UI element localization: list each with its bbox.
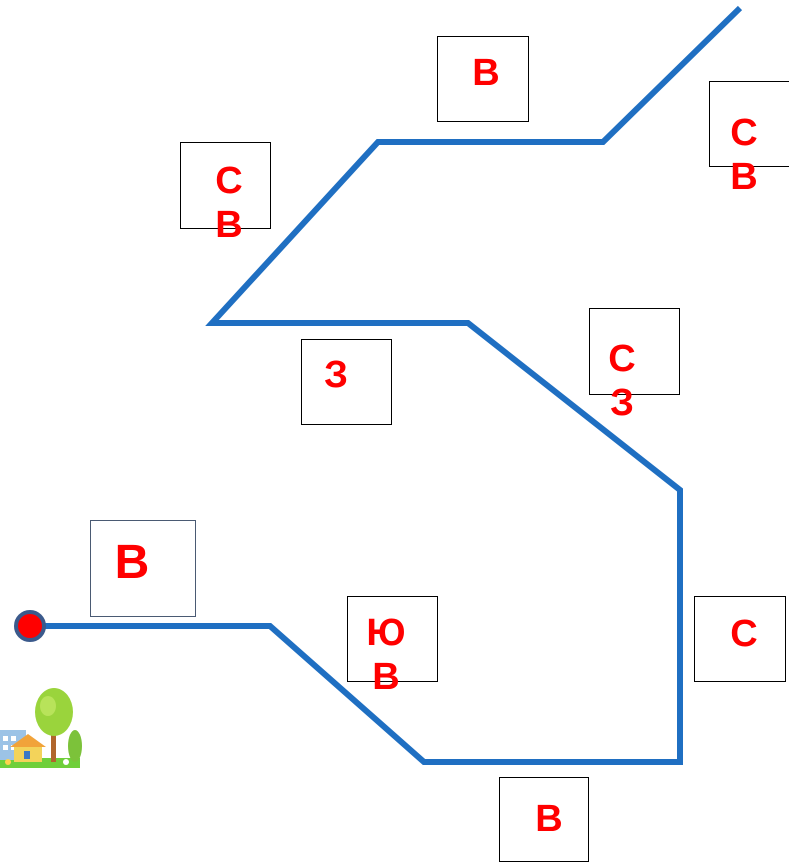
direction-box-6 xyxy=(301,339,392,425)
direction-box-9 xyxy=(709,81,789,167)
direction-label-3: В xyxy=(535,798,563,840)
direction-label-2: Ю В xyxy=(366,612,406,698)
direction-box-5 xyxy=(589,308,680,395)
route-path xyxy=(30,5,743,765)
direction-box-3 xyxy=(499,777,589,862)
direction-label-1: В xyxy=(114,536,150,589)
direction-label-7: С В xyxy=(215,160,243,246)
direction-label-8: В xyxy=(472,52,500,94)
direction-box-8 xyxy=(437,36,529,122)
direction-label-6: З xyxy=(324,354,348,396)
direction-box-1 xyxy=(90,520,196,617)
direction-box-2 xyxy=(347,596,438,682)
start-point-icon xyxy=(14,610,46,642)
direction-box-4 xyxy=(694,596,786,682)
direction-box-7 xyxy=(180,142,271,229)
direction-label-5: С З xyxy=(608,338,636,424)
direction-label-4: С xyxy=(730,613,758,655)
village-with-tree-icon xyxy=(0,688,82,768)
direction-label-9: С В xyxy=(730,112,758,198)
